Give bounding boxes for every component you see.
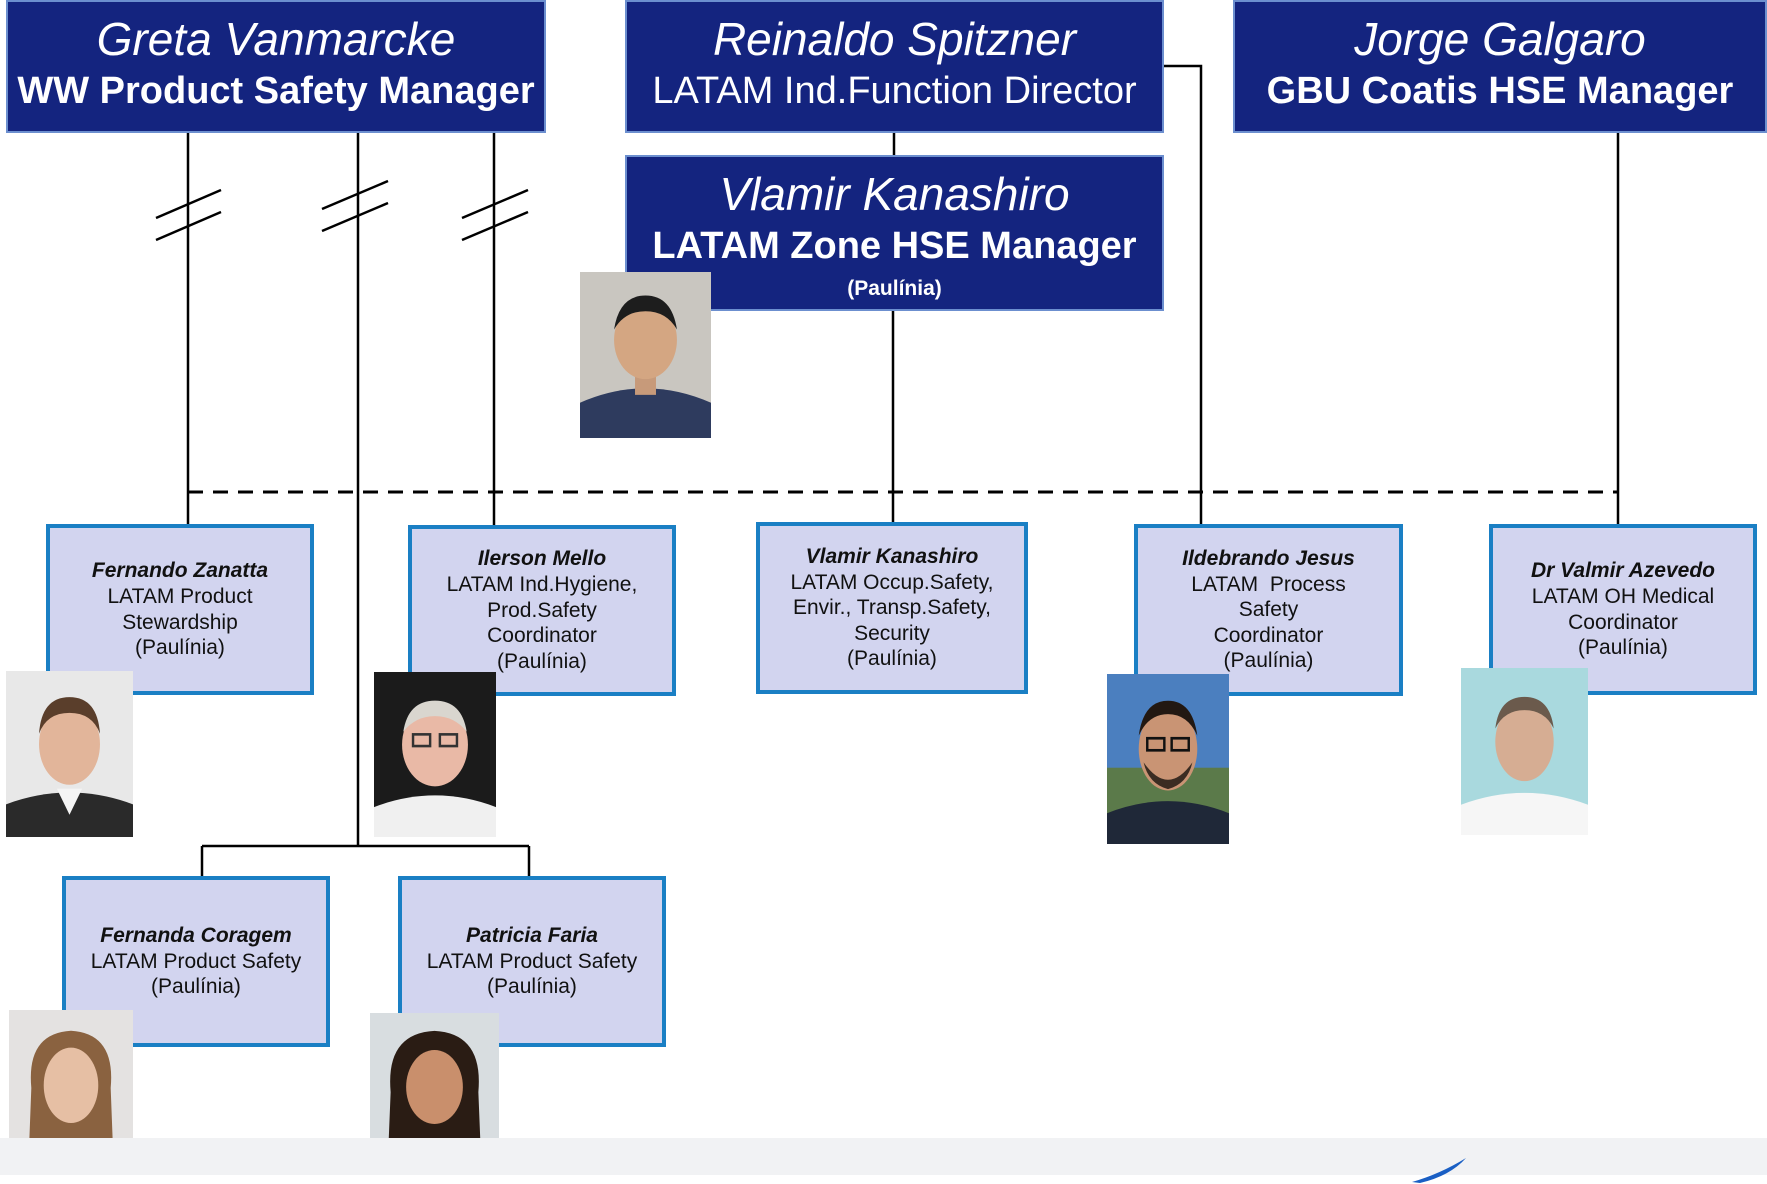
employee-role-line: Coordinator: [1213, 623, 1324, 647]
employee-location: (Paulínia): [151, 975, 241, 999]
employee-location: (Paulínia): [497, 649, 587, 673]
brand-logo-icon: [1412, 1158, 1466, 1183]
manager-name: Greta Vanmarcke: [96, 13, 456, 65]
employee-role-line: LATAM Ind.Hygiene,: [446, 573, 638, 597]
employee-box-fernando-zanatta: Fernando Zanatta LATAM Product Stewardsh…: [46, 524, 314, 695]
manager-box-reinaldo-spitzner: Reinaldo Spitzner LATAM Ind.Function Dir…: [625, 0, 1164, 133]
employee-role-line: Stewardship: [122, 610, 238, 634]
employee-box-ilerson-mello: Ilerson Mello LATAM Ind.Hygiene, Prod.Sa…: [408, 525, 676, 696]
employee-location: (Paulínia): [135, 636, 225, 660]
manager-name: Jorge Galgaro: [1354, 13, 1646, 65]
manager-location: (Paulínia): [847, 276, 942, 300]
employee-role-line: LATAM Process: [1191, 572, 1346, 596]
employee-role-line: Coordinator: [487, 624, 597, 648]
manager-box-vlamir-kanashiro: Vlamir Kanashiro LATAM Zone HSE Manager …: [625, 155, 1164, 311]
employee-name: Ildebrando Jesus: [1182, 546, 1355, 570]
employee-box-fernanda-coragem: Fernanda Coragem LATAM Product Safety (P…: [62, 876, 330, 1047]
employee-role-line: LATAM Product: [107, 584, 253, 608]
photo-valmir-azevedo: [1461, 668, 1588, 835]
manager-name: Vlamir Kanashiro: [719, 168, 1070, 220]
manager-name: Reinaldo Spitzner: [712, 13, 1077, 65]
employee-box-vlamir-kanashiro: Vlamir Kanashiro LATAM Occup.Safety, Env…: [756, 522, 1028, 694]
employee-location: (Paulínia): [487, 975, 577, 999]
employee-role-line: Envir., Transp.Safety,: [792, 596, 992, 620]
manager-box-jorge-galgaro: Jorge Galgaro GBU Coatis HSE Manager: [1233, 0, 1767, 133]
employee-role-line: Prod.Safety: [487, 598, 597, 622]
employee-role-line: LATAM Product Safety: [426, 949, 638, 973]
employee-location: (Paulínia): [1578, 636, 1668, 660]
employee-role-line: LATAM OH Medical: [1531, 584, 1715, 608]
employee-location: (Paulínia): [847, 647, 937, 671]
manager-role: WW Product Safety Manager: [17, 70, 535, 113]
employee-name: Dr Valmir Azevedo: [1530, 559, 1715, 583]
footer-band: [0, 1138, 1767, 1175]
manager-role: LATAM Ind.Function Director: [652, 70, 1137, 113]
employee-role-line: Security: [854, 621, 930, 645]
photo-fernando-zanatta: [6, 671, 133, 837]
employee-location: (Paulínia): [1223, 649, 1314, 673]
manager-box-greta-vanmarcke: Greta Vanmarcke WW Product Safety Manage…: [6, 0, 546, 133]
employee-name: Fernando Zanatta: [91, 559, 269, 583]
photo-ildebrando-jesus: [1107, 674, 1229, 844]
employee-name: Fernanda Coragem: [100, 924, 292, 948]
employee-box-ildebrando-jesus: Ildebrando Jesus LATAM Process Safety Co…: [1134, 524, 1403, 696]
employee-name: Vlamir Kanashiro: [805, 544, 979, 568]
employee-role-line: LATAM Product Safety: [90, 949, 302, 973]
employee-role-line: LATAM Occup.Safety,: [790, 570, 994, 594]
manager-role: LATAM Zone HSE Manager: [652, 225, 1137, 268]
employee-role-line: Coordinator: [1568, 610, 1678, 634]
employee-name: Ilerson Mello: [477, 547, 607, 571]
employee-box-patricia-faria: Patricia Faria LATAM Product Safety (Pau…: [398, 876, 666, 1047]
photo-ilerson-mello: [374, 672, 496, 837]
employee-box-valmir-azevedo: Dr Valmir Azevedo LATAM OH Medical Coord…: [1489, 524, 1757, 695]
manager-role: GBU Coatis HSE Manager: [1266, 70, 1734, 113]
employee-name: Patricia Faria: [466, 924, 598, 948]
photo-vlamir-kanashiro: [580, 272, 711, 438]
employee-role-line: Safety: [1238, 598, 1299, 622]
